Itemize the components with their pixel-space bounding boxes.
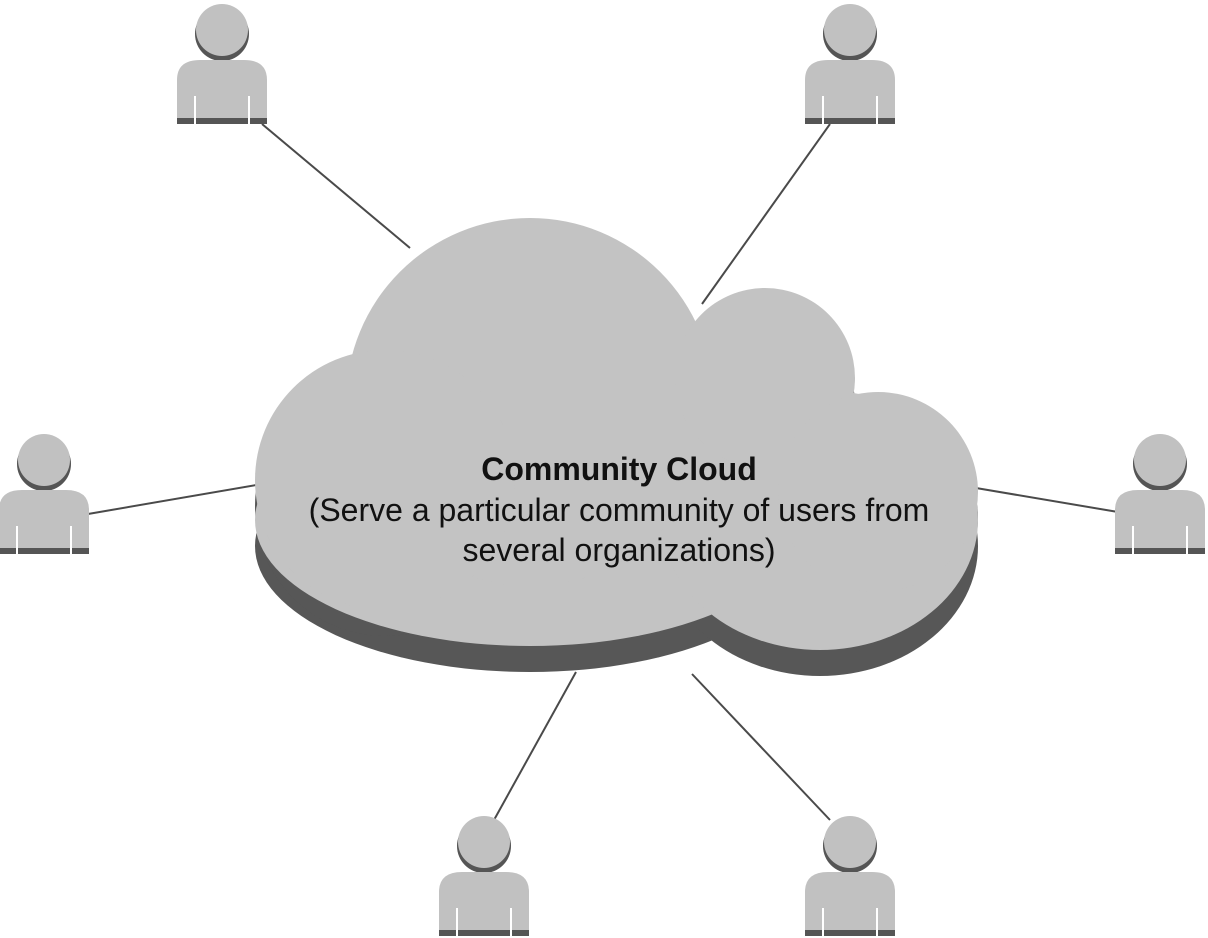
users: [0, 4, 1205, 936]
person-icon: [439, 816, 529, 936]
cloud-shape: [255, 218, 978, 676]
connector-line-bottom-right: [691, 673, 831, 821]
cloud-subtitle-line2: several organizations): [462, 532, 775, 568]
cloud-title: Community Cloud: [481, 451, 757, 487]
connector-lines: [87, 123, 1119, 821]
cloud-label: Community Cloud (Serve a particular comm…: [309, 451, 930, 568]
user-middle-left: [0, 434, 89, 554]
person-icon: [0, 434, 89, 554]
user-top-left: [177, 4, 267, 124]
connector-line-middle-left: [87, 483, 263, 515]
connector-line-top-right: [701, 123, 831, 305]
connector-line-bottom-left: [493, 671, 577, 821]
user-middle-right: [1115, 434, 1205, 554]
connector-line-top-left: [261, 123, 411, 249]
user-top-right: [805, 4, 895, 124]
person-icon: [805, 4, 895, 124]
person-icon: [177, 4, 267, 124]
user-bottom-right: [805, 816, 895, 936]
person-icon: [1115, 434, 1205, 554]
user-bottom-left: [439, 816, 529, 936]
connector-line-middle-right: [975, 487, 1119, 513]
cloud-subtitle-line1: (Serve a particular community of users f…: [309, 492, 930, 528]
cloud-body: [255, 218, 978, 650]
person-icon: [805, 816, 895, 936]
